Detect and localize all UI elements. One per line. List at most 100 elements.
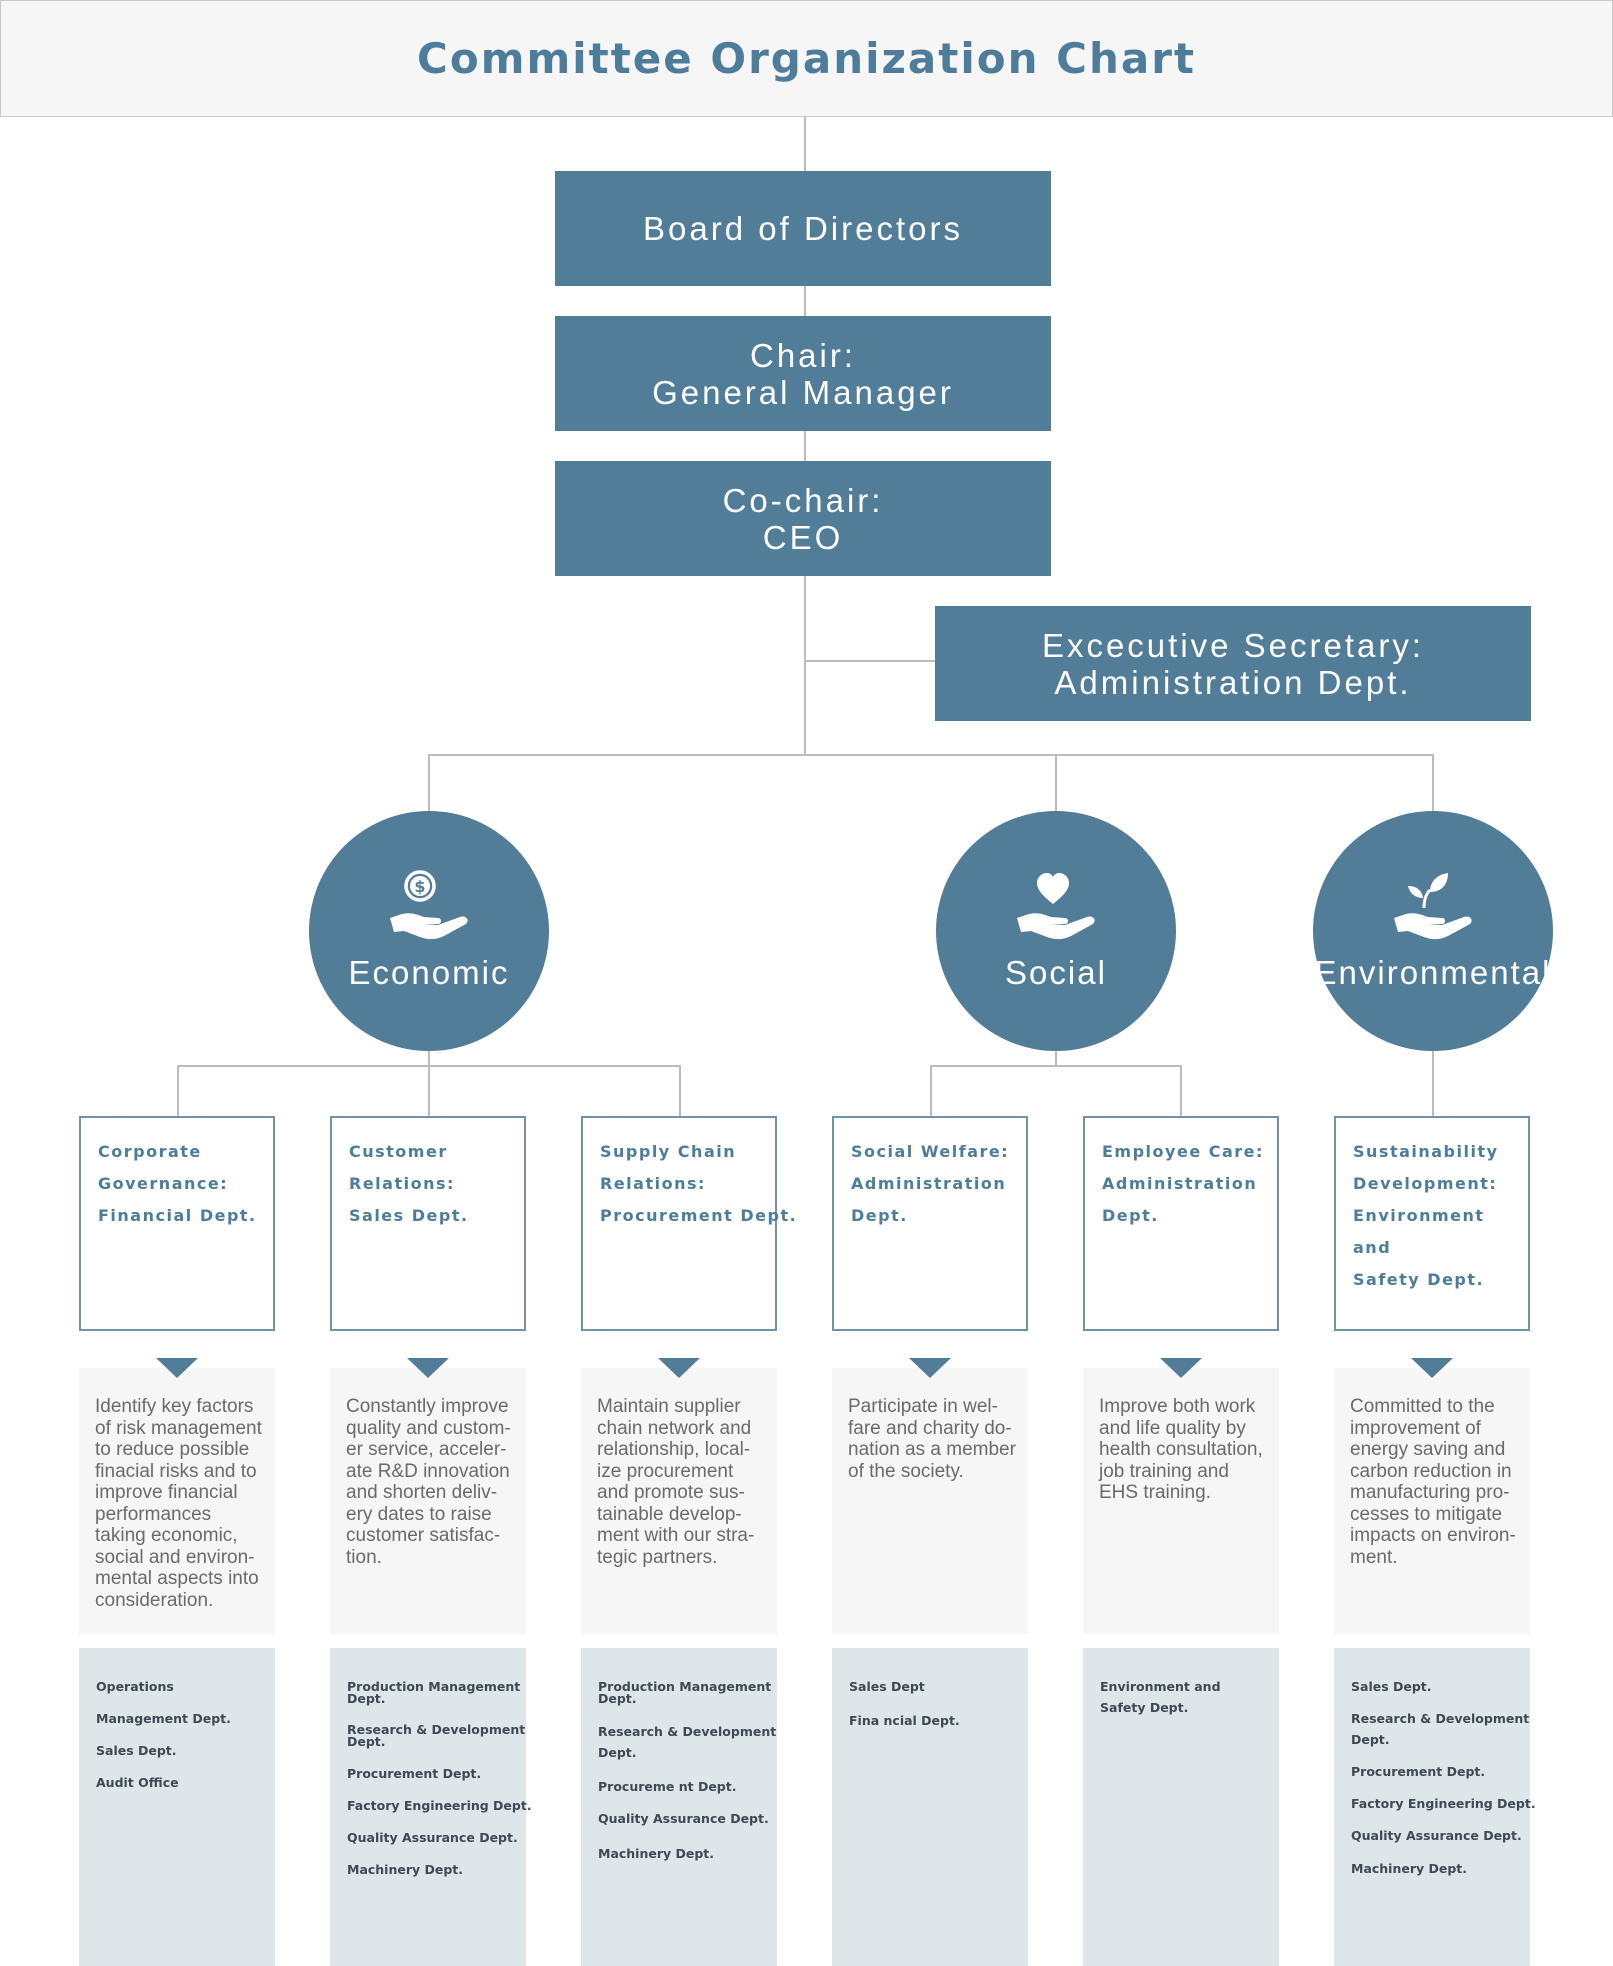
member-item: Dept. [1351,1732,1390,1747]
description-line: ment. [1350,1546,1398,1568]
connector-dept-6 [1432,1050,1434,1117]
environmental-label: Environmental [1314,954,1552,991]
co-chair-box: Co-chair: CEO [555,461,1051,576]
description-line: nation as a member [848,1439,1016,1460]
description-line: job training and [1099,1460,1229,1482]
connector-economic [428,754,430,812]
member-item: Machinery Dept. [1351,1861,1468,1876]
description-line: finacial risks and to [95,1460,257,1482]
description-panel-5: Improve both work and life quality by he… [1083,1368,1279,1634]
description-line: health consultation, [1099,1439,1263,1460]
member-item: Research & Development [347,1722,526,1737]
dept-box-corporate-governance: Corporate Governance: Financial Dept. [79,1116,275,1331]
description-line: ate R&D innovation [346,1460,510,1482]
executive-secretary-label: Excecutive Secretary: [1041,626,1425,664]
down-arrow-icon [658,1358,700,1378]
dept-title-line: Relations: [600,1174,706,1193]
description-panel-3: Maintain supplier chain network and rela… [581,1368,777,1634]
dept-title-line: Social Welfare: [851,1142,1010,1161]
description-line: cesses to mitigate [1350,1503,1503,1525]
description-line: performances [95,1503,212,1525]
description-line: mental aspects into [95,1568,259,1589]
economic-pillar: $ Economic [309,811,549,1051]
member-item: Safety Dept. [1100,1700,1189,1715]
description-line: tion. [346,1546,382,1568]
member-item: Operations [96,1679,174,1694]
executive-secretary-dept: Administration Dept. [1054,663,1412,701]
member-list-5: Environment and Safety Dept. [1083,1648,1279,1966]
co-chair-label: Co-chair: [722,481,884,519]
executive-secretary-box: Excecutive Secretary: Administration Dep… [935,606,1531,721]
connector-dept-2 [428,1065,430,1117]
description-panel-4: Participate in wel- fare and charity do-… [832,1368,1028,1634]
description-line: EHS training. [1099,1482,1211,1503]
member-item: Sales Dept [849,1679,925,1694]
member-list-4: Sales Dept Fina ncial Dept. [832,1648,1028,1966]
dept-title-line: Safety Dept. [1353,1270,1485,1289]
member-item: Production Management [347,1679,521,1694]
dept-title-line: Administration [1102,1174,1258,1193]
svg-text:$: $ [414,877,425,896]
description-line: Participate in wel- [848,1396,998,1417]
social-label: Social [1005,954,1107,991]
connector-economic-down [428,1050,430,1066]
member-item: Quality Assurance Dept. [347,1830,518,1845]
dept-title-line: Dept. [1102,1206,1159,1225]
dept-title-line: Financial Dept. [98,1206,257,1225]
member-item: Dept. [347,1734,386,1749]
title-bar: Committee Organization Chart [0,0,1613,117]
board-of-directors-box: Board of Directors [555,171,1051,286]
connector-dept-3 [679,1065,681,1117]
member-item: Sales Dept. [1351,1679,1432,1694]
chair-role: General Manager [652,373,954,411]
board-label: Board of Directors [643,210,963,247]
member-item: Machinery Dept. [598,1846,715,1861]
description-line: impacts on environ- [1350,1525,1516,1546]
co-chair-role: CEO [762,518,844,556]
dept-title-line: Sustainability [1353,1142,1499,1161]
description-line: tegic partners. [597,1546,718,1568]
dept-box-employee-care: Employee Care: Administration Dept. [1083,1116,1279,1331]
member-item: Factory Engineering Dept. [1351,1796,1536,1811]
member-item: Procurement Dept. [347,1766,482,1781]
member-item: Dept. [598,1745,637,1760]
member-list-3: Production Management Dept. Research & D… [581,1648,777,1966]
member-item: Environment and [1100,1679,1221,1694]
description-line: consideration. [95,1589,214,1611]
dept-box-sustainability-development: Sustainability Development: Environment … [1334,1116,1530,1331]
dept-box-supply-chain-relations: Supply Chain Relations: Procurement Dept… [581,1116,796,1331]
member-item: Research & Development [1351,1711,1530,1726]
description-line: carbon reduction in [1350,1460,1512,1482]
description-line: ery dates to raise [346,1503,492,1525]
member-item: Quality Assurance Dept. [598,1811,769,1826]
connector-environmental [1432,754,1434,812]
description-line: and promote sus- [597,1482,745,1503]
hand-dollar-icon: $ [390,870,468,940]
dept-title-line: Environment and [1353,1206,1485,1257]
member-item: Research & Development [598,1724,777,1739]
description-line: to reduce possible [95,1439,250,1460]
description-line: and shorten deliv- [346,1482,498,1503]
member-list-1: Operations Management Dept. Sales Dept. … [79,1648,275,1966]
description-line: ment with our stra- [597,1525,755,1546]
description-line: er service, acceler- [346,1439,507,1460]
member-item: Quality Assurance Dept. [1351,1828,1522,1843]
member-list-2: Production Management Dept. Research & D… [330,1648,532,1966]
description-line: social and environ- [95,1546,255,1568]
environmental-pillar: Environmental [1313,811,1553,1051]
description-line: tainable develop- [597,1503,742,1525]
description-line: Identify key factors [95,1396,254,1417]
dept-title-line: Customer [349,1142,448,1161]
description-line: customer satisfac- [346,1525,501,1546]
economic-label: Economic [348,954,510,991]
description-line: and life quality by [1099,1417,1246,1439]
dept-title-line: Administration [851,1174,1007,1193]
description-line: Constantly improve [346,1396,509,1417]
description-line: taking economic, [95,1525,238,1546]
member-item: Fina ncial Dept. [849,1713,960,1728]
connector-trunk [804,117,806,755]
member-item: Dept. [598,1691,637,1706]
dept-title-line: Development: [1353,1174,1498,1193]
member-item: Production Management [598,1679,772,1694]
down-arrow-icon [1411,1358,1453,1378]
